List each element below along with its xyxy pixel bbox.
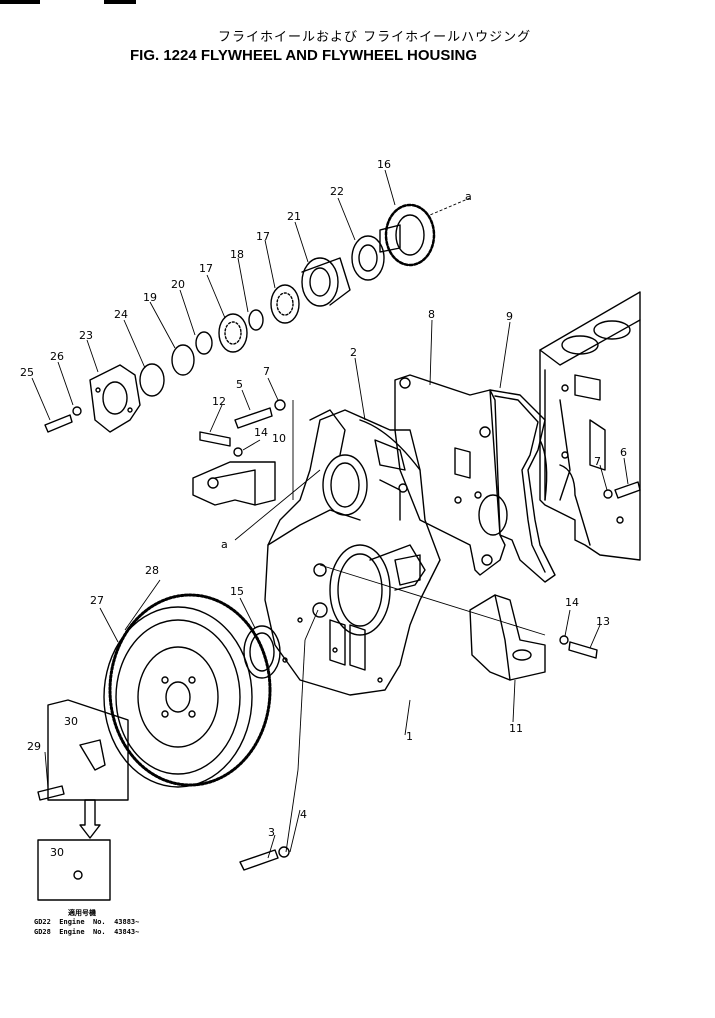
- callout-4: 4: [300, 808, 307, 821]
- callout-23: 23: [79, 329, 93, 342]
- flywheel: [103, 606, 253, 788]
- top-edge-mark-right: [104, 0, 136, 4]
- callout-17a: 17: [199, 262, 213, 275]
- bolt-25: [44, 414, 73, 433]
- plate-22: [351, 235, 385, 281]
- washer-14a: [233, 447, 243, 457]
- washer-19: [171, 344, 195, 376]
- nut-30-new: [73, 870, 83, 880]
- applicability-line-2: GD28 Engine No. 43843~: [34, 928, 140, 936]
- washer-26: [72, 406, 82, 416]
- washer-7b: [603, 489, 613, 499]
- oil-seal: [243, 625, 281, 679]
- washer-7a: [274, 399, 286, 411]
- o-ring-24: [139, 363, 165, 397]
- callout-19: 19: [143, 291, 157, 304]
- callout-13: 13: [596, 615, 610, 628]
- washer-4: [278, 846, 290, 858]
- callout-30-upper: 30: [64, 715, 78, 728]
- top-edge-mark-left: [0, 0, 40, 4]
- bolt-12: [199, 431, 231, 447]
- callout-28: 28: [145, 564, 159, 577]
- callout-1: 1: [406, 730, 413, 743]
- engine-block: [539, 291, 641, 561]
- nut-30: [79, 739, 106, 771]
- callout-numbers: 16 22 21 17 18 17 20 19 24 23 26 25 2 8 …: [20, 158, 627, 859]
- title-japanese: フライホイールおよび フライホイールハウジング: [218, 30, 532, 45]
- callout-18: 18: [230, 248, 244, 261]
- housing-21: [301, 257, 351, 307]
- callout-16: 16: [377, 158, 391, 171]
- callout-12: 12: [212, 395, 226, 408]
- bolt-13: [568, 641, 598, 659]
- callout-29: 29: [27, 740, 41, 753]
- callout-9: 9: [506, 310, 513, 323]
- plate-20: [195, 331, 213, 355]
- callout-14b: 14: [565, 596, 579, 609]
- gasket: [489, 389, 556, 583]
- inset-box-lower: [37, 839, 111, 901]
- callout-21: 21: [287, 210, 301, 223]
- gear-16: [379, 203, 436, 267]
- washer-14b: [559, 635, 569, 645]
- callout-11: 11: [509, 722, 523, 735]
- callout-15: 15: [230, 585, 244, 598]
- callout-7a: 7: [263, 365, 270, 378]
- callout-5: 5: [236, 378, 243, 391]
- cover-23: [89, 364, 141, 433]
- bolt-5: [234, 407, 273, 429]
- callout-25: 25: [20, 366, 34, 379]
- callout-3: 3: [268, 826, 275, 839]
- callout-14a: 14: [254, 426, 268, 439]
- callout-26: 26: [50, 350, 64, 363]
- callout-7b: 7: [594, 455, 601, 468]
- callout-17b: 17: [256, 230, 270, 243]
- callout-8: 8: [428, 308, 435, 321]
- callout-ref-a-left: a: [221, 538, 228, 551]
- bolt-29: [37, 785, 65, 801]
- spacer-18: [248, 309, 264, 331]
- bearing-17b: [270, 284, 300, 324]
- inset-box-upper: [47, 699, 129, 801]
- callout-24: 24: [114, 308, 128, 321]
- callout-ref-a-top: a: [465, 190, 472, 203]
- bolt-3: [239, 849, 279, 871]
- bearing-17a: [218, 313, 248, 353]
- replacement-arrow: [79, 799, 101, 839]
- callout-22: 22: [330, 185, 344, 198]
- back-plate: [394, 374, 508, 576]
- leader-lines: [31, 169, 629, 859]
- callout-27: 27: [90, 594, 104, 607]
- bracket-upper: [192, 461, 276, 506]
- bolt-6: [614, 481, 641, 499]
- flywheel-housing: [264, 409, 441, 696]
- bracket-lower: [469, 594, 546, 681]
- callout-10: 10: [272, 432, 286, 445]
- applicability-line-1: GD22 Engine No. 43883~: [34, 918, 140, 926]
- callout-2: 2: [350, 346, 357, 359]
- applicability-heading: 適用号機: [68, 909, 96, 917]
- figure-title: FIG. 1224 FLYWHEEL AND FLYWHEEL HOUSING: [130, 47, 478, 64]
- callout-30-lower: 30: [50, 846, 64, 859]
- callout-6: 6: [620, 446, 627, 459]
- ring-gear: [108, 593, 272, 787]
- callout-20: 20: [171, 278, 185, 291]
